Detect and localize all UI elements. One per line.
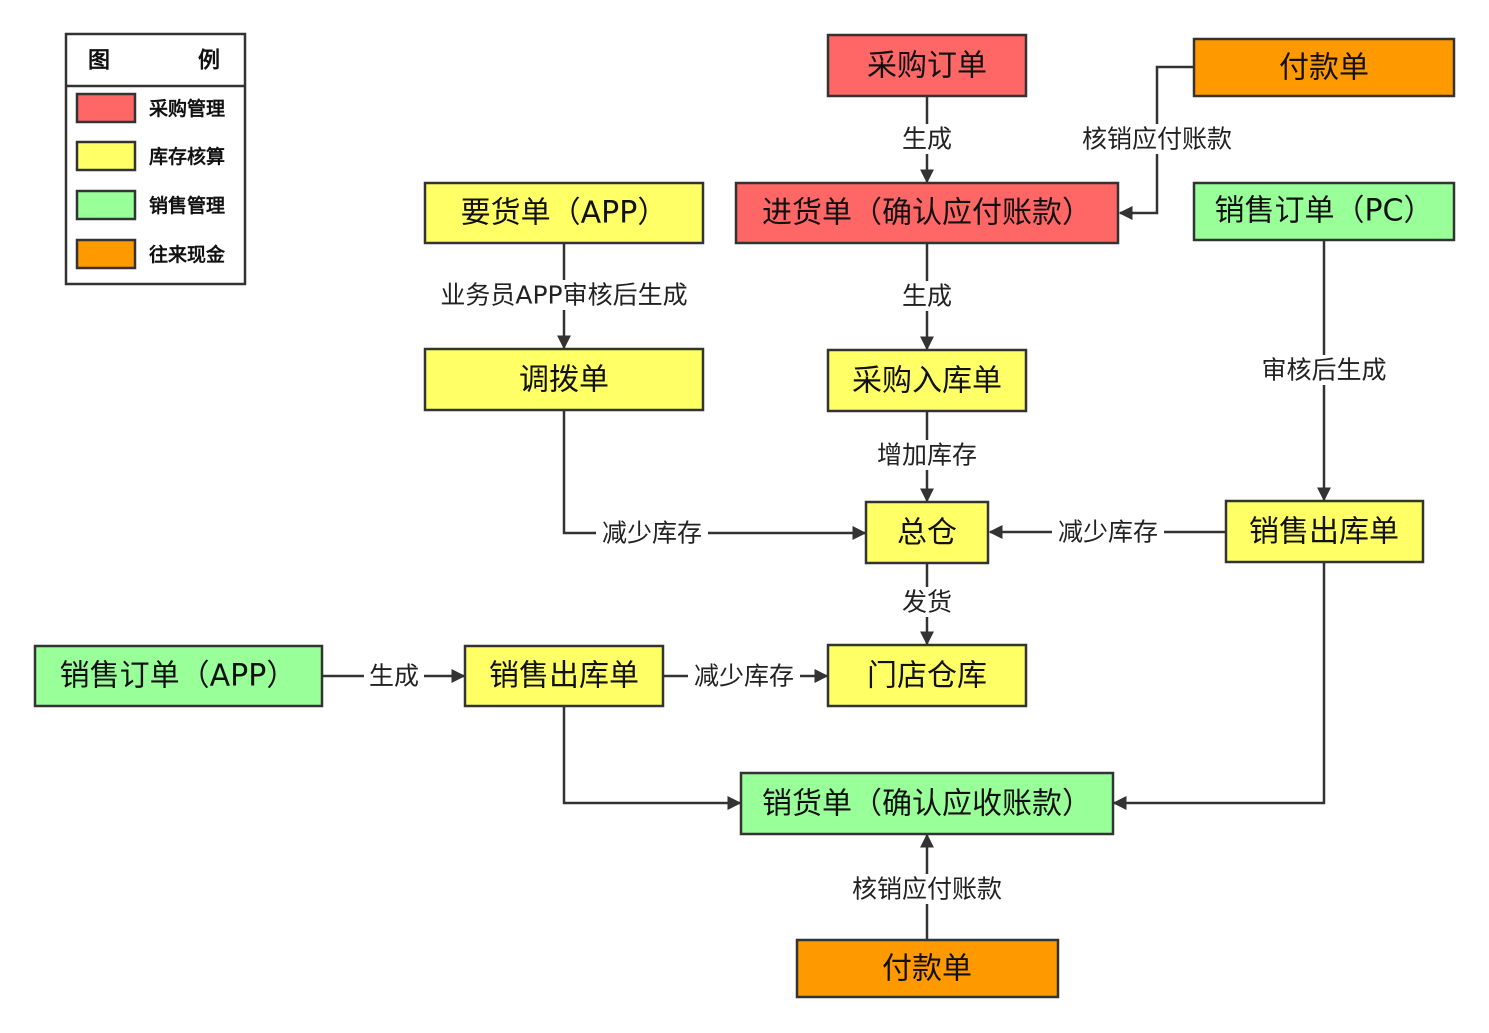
edge-label-po-to-receipt: 生成 bbox=[902, 125, 952, 154]
node-sales-invoice[interactable]: 销货单（确认应收账款） bbox=[739, 771, 1115, 836]
legend-title-right: 例 bbox=[198, 49, 220, 74]
node-label: 门店仓库 bbox=[867, 659, 987, 694]
legend-swatch-sales bbox=[75, 189, 137, 221]
legend-title-left: 图 bbox=[88, 49, 110, 74]
node-sales-out-left[interactable]: 销售出库单 bbox=[463, 644, 665, 708]
node-label: 调拨单 bbox=[519, 363, 609, 398]
node-label: 付款单 bbox=[1279, 51, 1369, 86]
node-label: 付款单 bbox=[882, 952, 972, 987]
edge-label-request-to-transfer: 业务员APP审核后生成 bbox=[440, 281, 687, 310]
legend-label-cash: 往来现金 bbox=[149, 243, 226, 266]
node-label: 销售订单（APP） bbox=[60, 659, 297, 694]
edge-label-pc-order-to-out: 审核后生成 bbox=[1261, 356, 1386, 385]
node-purchase-receipt[interactable]: 进货单（确认应付账款） bbox=[734, 181, 1120, 245]
legend-swatch-purchase bbox=[75, 92, 137, 124]
legend-swatch-inventory bbox=[75, 140, 137, 172]
node-payment-top[interactable]: 付款单 bbox=[1192, 37, 1456, 98]
node-payment-bottom[interactable]: 付款单 bbox=[795, 938, 1060, 999]
node-label: 销售订单（PC） bbox=[1214, 194, 1433, 229]
legend-label-purchase: 采购管理 bbox=[149, 97, 225, 120]
node-label: 总仓 bbox=[897, 516, 957, 551]
legend: 图 例 采购管理 库存核算 销售管理 往来现金 bbox=[64, 32, 247, 286]
node-label: 销售出库单 bbox=[1249, 515, 1399, 550]
edge-label-payment-writeoff-top: 核销应付账款 bbox=[1082, 125, 1232, 154]
node-request-app[interactable]: 要货单（APP） bbox=[423, 181, 705, 245]
edge-label-receipt-to-stockin: 生成 bbox=[902, 282, 952, 311]
edge-out-right-to-invoice bbox=[1112, 562, 1326, 810]
node-sales-order-app[interactable]: 销售订单（APP） bbox=[33, 644, 324, 708]
node-label: 销货单（确认应收账款） bbox=[762, 787, 1092, 822]
legend-swatch-cash bbox=[75, 238, 137, 270]
edge-label-stockin-to-main: 增加库存 bbox=[877, 441, 977, 470]
node-label: 销售出库单 bbox=[489, 659, 639, 694]
node-label: 要货单（APP） bbox=[461, 196, 668, 231]
node-label: 采购入库单 bbox=[852, 364, 1002, 399]
edge-transfer-to-main bbox=[562, 410, 867, 540]
node-store-warehouse[interactable]: 门店仓库 bbox=[826, 643, 1028, 708]
edge-label-app-order-to-out: 生成 bbox=[369, 662, 419, 691]
node-sales-out-right[interactable]: 销售出库单 bbox=[1224, 499, 1425, 564]
node-transfer[interactable]: 调拨单 bbox=[423, 347, 705, 412]
node-label: 进货单（确认应付账款） bbox=[762, 196, 1092, 231]
node-purchase-order[interactable]: 采购订单 bbox=[826, 33, 1028, 98]
edge-label-transfer-to-main: 减少库存 bbox=[602, 519, 702, 548]
node-label: 采购订单 bbox=[867, 49, 987, 84]
edge-label-out-left-to-store: 减少库存 bbox=[694, 662, 794, 691]
node-sales-order-pc[interactable]: 销售订单（PC） bbox=[1192, 181, 1456, 242]
edge-label-payment-writeoff-bottom: 核销应付账款 bbox=[852, 875, 1002, 904]
legend-label-sales: 销售管理 bbox=[149, 194, 225, 217]
nodes: 采购订单 付款单 要货单（APP） 进货单（确认应付账款） 销售订单（PC） 调… bbox=[33, 33, 1456, 999]
edge-labels: 生成 核销应付账款 业务员APP审核后生成 生成 审核后生成 增加库存 减少库存… bbox=[364, 124, 1394, 904]
edge-label-out-right-to-main: 减少库存 bbox=[1058, 518, 1158, 547]
edge-out-left-to-invoice bbox=[562, 706, 742, 810]
node-purchase-stock-in[interactable]: 采购入库单 bbox=[826, 348, 1028, 413]
node-warehouse-main[interactable]: 总仓 bbox=[864, 500, 990, 565]
legend-label-inventory: 库存核算 bbox=[149, 145, 225, 168]
edge-label-main-to-store: 发货 bbox=[902, 588, 952, 617]
